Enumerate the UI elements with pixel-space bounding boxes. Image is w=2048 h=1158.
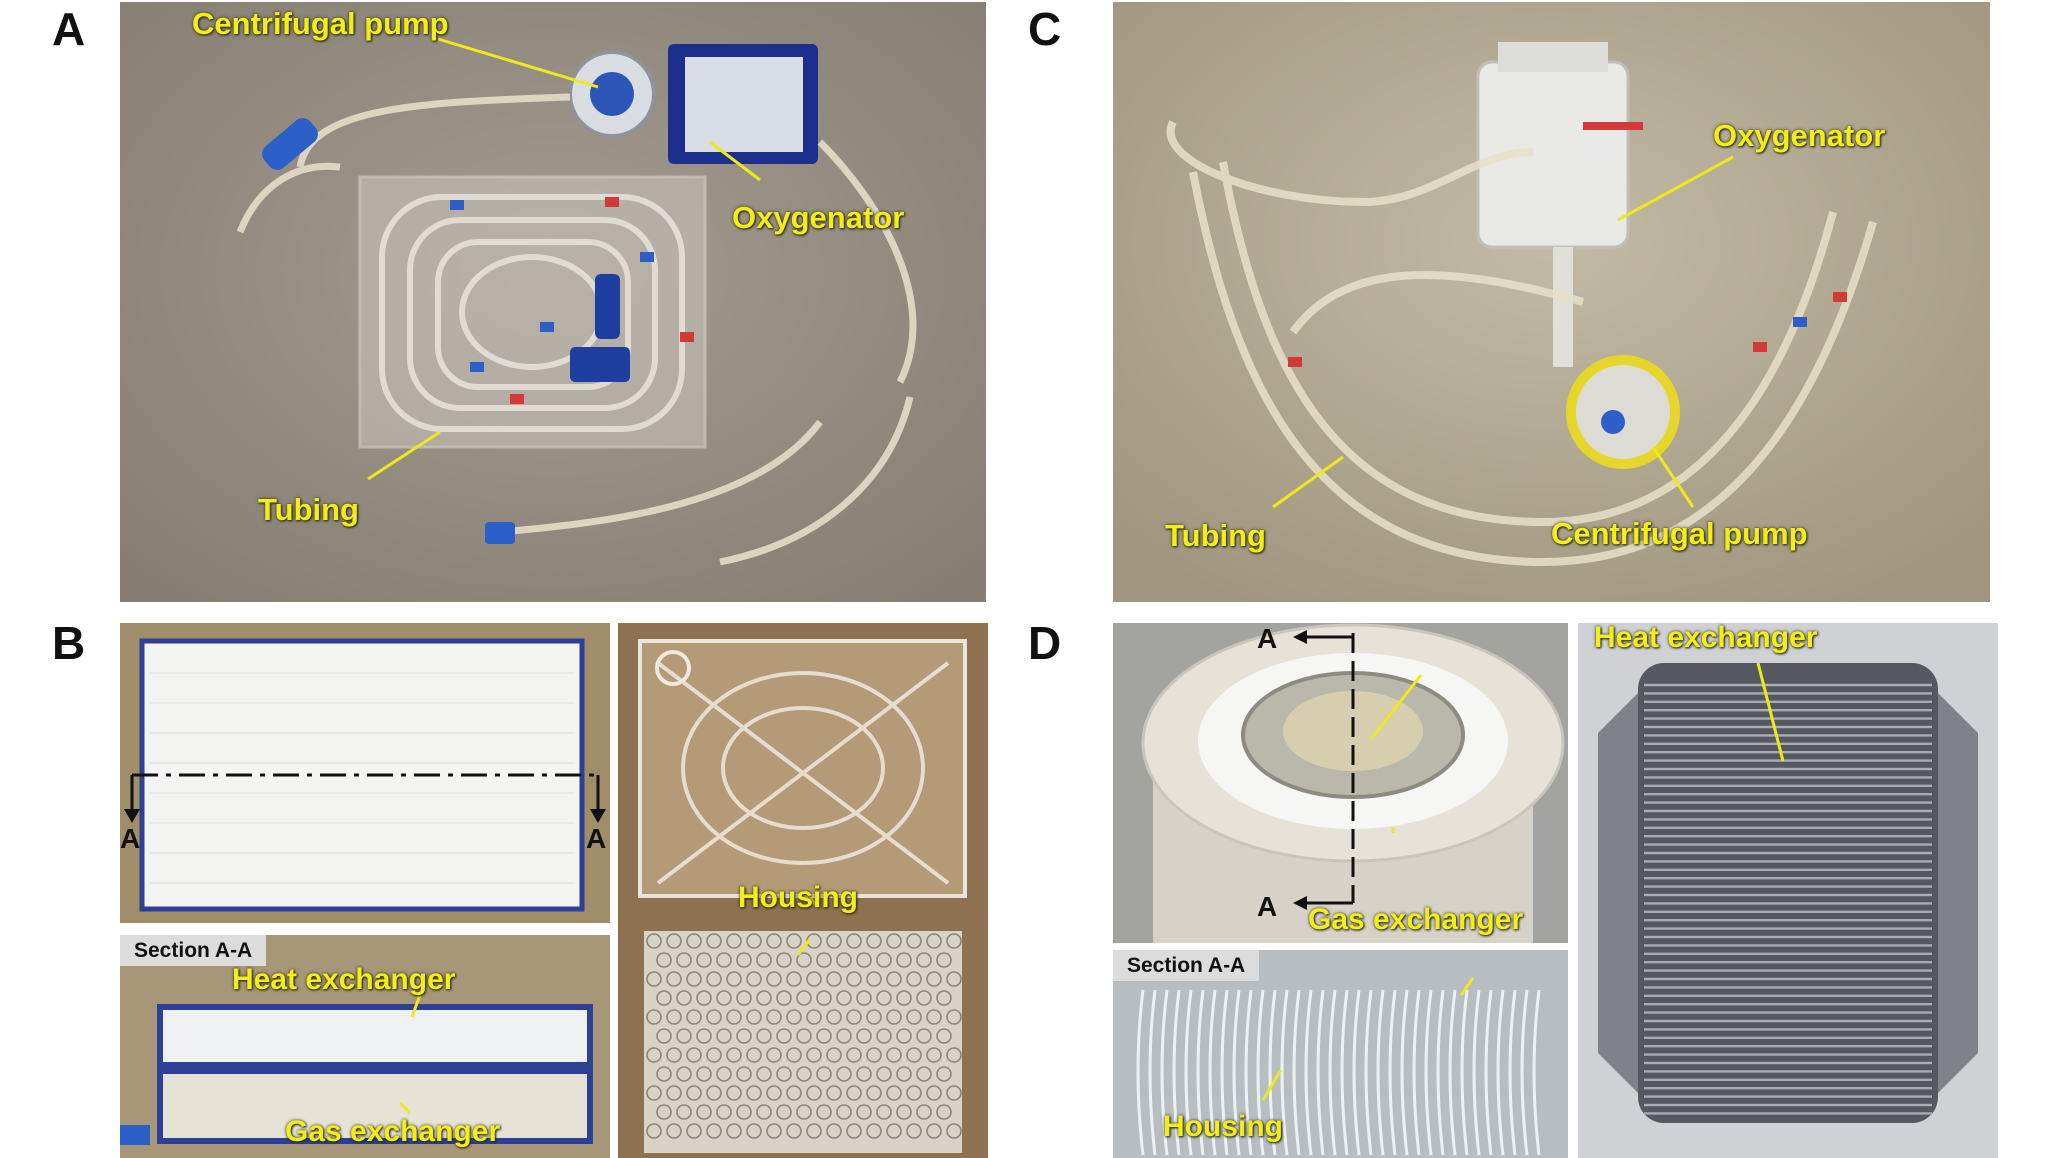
cut-label-left: A [120,823,141,854]
label-heat-exchanger-d: Heat exchanger [1594,623,1818,654]
panel-d-coil-drawing [1578,623,1998,1158]
panel-c-photo: Oxygenator Tubing Centrifugal pump [1113,2,1990,602]
panel-b-section-drawing [120,935,610,1158]
pump-disc-c [1566,355,1680,469]
panel-b-housing-drawing [618,623,988,1158]
panel-letter-b: B [52,617,86,669]
panel-c-drawing [1113,2,1990,602]
label-gas-exchanger-b: Gas exchanger [285,1115,501,1148]
panel-d-ring-drawing [1113,623,1568,943]
section-tag-d: Section A-A [1113,950,1260,981]
label-centrifugal-pump: Centrifugal pump [192,6,449,41]
panel-letter-d: D [1028,617,1062,669]
panel-b-housing-photo: Housing [618,623,988,1158]
panel-letter-c: C [1028,3,1062,55]
label-oxygenator-c: Oxygenator [1713,118,1886,153]
label-heat-exchanger-b: Heat exchanger [232,963,456,996]
label-tubing: Tubing [258,492,359,527]
label-centrifugal-pump-c: Centrifugal pump [1551,516,1808,551]
panel-b-block-drawing [120,623,610,923]
panel-d-ring-photo: A A Gas exchanger [1113,623,1568,943]
panel-b-block-photo: A A [120,623,610,923]
panel-d-section-drawing [1113,950,1568,1158]
cut-label-right: A [586,823,607,854]
label-tubing-c: Tubing [1165,518,1266,553]
cut-label-bottom: A [1257,891,1278,922]
panel-a-drawing [120,2,986,602]
label-housing-b: Housing [738,881,858,914]
label-oxygenator: Oxygenator [732,200,905,235]
panel-d-section-photo: Section A-A Housing [1113,950,1568,1158]
panel-b-section-photo: Section A-A Heat exchanger Gas exchanger [120,935,610,1158]
section-tag-b: Section A-A [120,935,267,966]
panel-letter-a: A [52,3,86,55]
panel-d-coil-photo: Heat exchanger [1578,623,1998,1158]
label-housing-d: Housing [1163,1110,1283,1143]
label-gas-exchanger-d: Gas exchanger [1308,903,1524,936]
cut-label-top: A [1257,623,1278,654]
panel-a-photo: Centrifugal pump Oxygenator Tubing [120,2,986,602]
